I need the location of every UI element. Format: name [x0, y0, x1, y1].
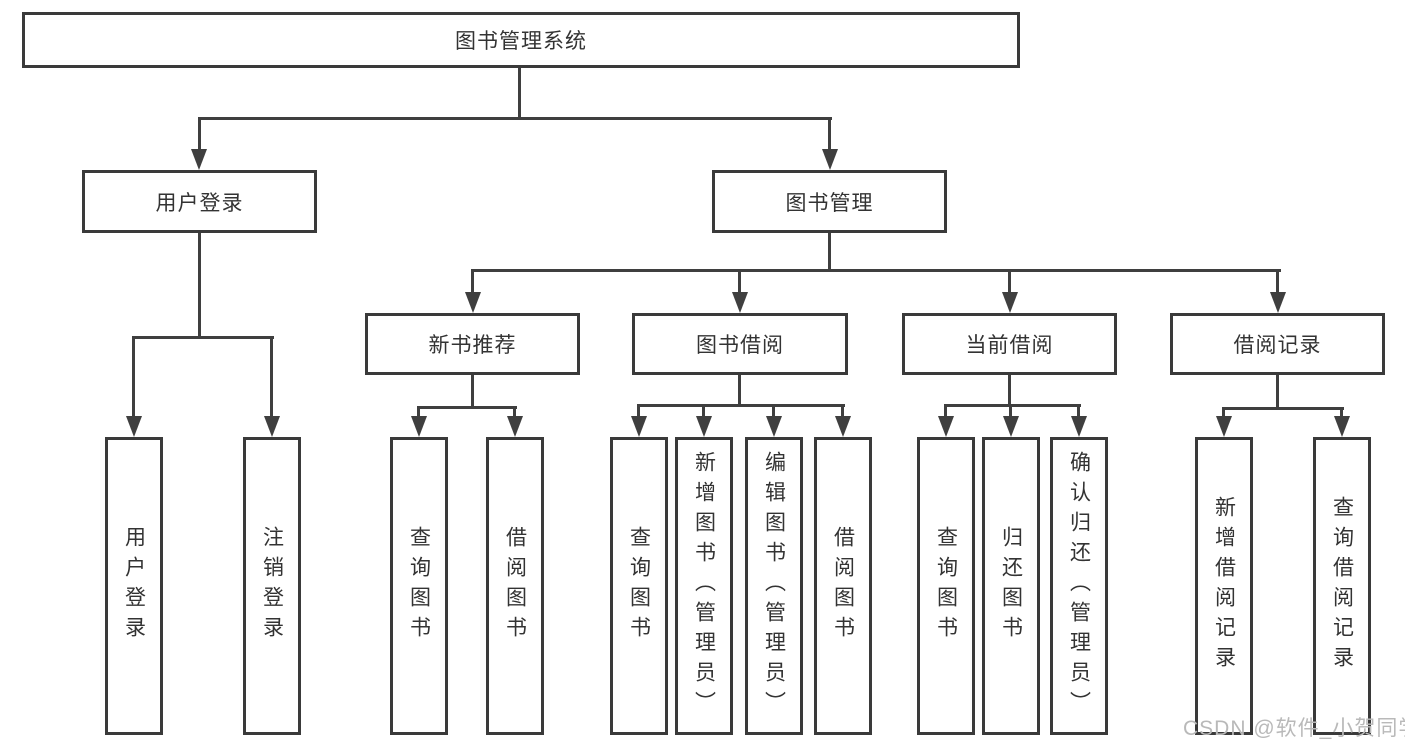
leaf-label: 编辑图书（管理员）	[762, 451, 786, 721]
connector-line	[132, 337, 135, 417]
arrow-down-icon	[1216, 416, 1232, 437]
arrow-down-icon	[631, 416, 647, 437]
connector-line	[1077, 406, 1080, 416]
leaf-return-book: 归还图书	[982, 437, 1040, 735]
connector-line	[944, 404, 1081, 407]
arrow-down-icon	[411, 416, 427, 437]
node-new-book-recommend: 新书推荐	[365, 313, 580, 375]
connector-line	[518, 68, 521, 118]
leaf-label: 新增借阅记录	[1212, 496, 1236, 676]
leaf-logout: 注销登录	[243, 437, 301, 735]
connector-line	[471, 270, 474, 293]
connector-line	[513, 407, 516, 417]
watermark: CSDN @软件_小贺同学	[1183, 717, 1405, 740]
arrow-down-icon	[766, 416, 782, 437]
leaf-label: 查询图书	[627, 526, 651, 646]
connector-line	[471, 375, 474, 408]
leaf-label: 注销登录	[260, 526, 284, 646]
node-user-login-group: 用户登录	[82, 170, 317, 233]
leaf-query-books-borrow: 查询图书	[610, 437, 668, 735]
connector-line	[637, 406, 640, 416]
leaf-edit-book-admin: 编辑图书（管理员）	[745, 437, 803, 735]
connector-line	[738, 375, 741, 406]
leaf-label: 借阅图书	[831, 526, 855, 646]
leaf-query-books-current: 查询图书	[917, 437, 975, 735]
leaf-label: 归还图书	[999, 526, 1023, 646]
leaf-borrow-books: 借阅图书	[814, 437, 872, 735]
connector-line	[417, 407, 420, 417]
connector-line	[828, 233, 831, 270]
node-book-borrow: 图书借阅	[632, 313, 848, 375]
leaf-label: 用户登录	[122, 526, 146, 646]
arrow-down-icon	[191, 149, 207, 170]
leaf-label: 查询图书	[934, 526, 958, 646]
connector-line	[738, 270, 741, 293]
node-book-management: 图书管理	[712, 170, 947, 233]
arrow-down-icon	[507, 416, 523, 437]
connector-line	[944, 406, 947, 416]
connector-line	[198, 117, 832, 120]
connector-line	[132, 336, 274, 339]
connector-line	[637, 404, 845, 407]
connector-line	[417, 406, 517, 409]
leaf-label: 确认归还（管理员）	[1067, 451, 1091, 721]
arrow-down-icon	[1270, 292, 1286, 313]
leaf-confirm-return-admin: 确认归还（管理员）	[1050, 437, 1108, 735]
leaf-query-borrow-record: 查询借阅记录	[1313, 437, 1371, 735]
connector-line	[1276, 375, 1279, 409]
connector-line	[471, 269, 1281, 272]
connector-line	[1008, 270, 1011, 293]
connector-line	[1340, 408, 1343, 417]
connector-line	[1276, 270, 1279, 293]
arrow-down-icon	[835, 416, 851, 437]
connector-line	[772, 406, 775, 416]
node-root: 图书管理系统	[22, 12, 1020, 68]
node-borrow-record: 借阅记录	[1170, 313, 1385, 375]
node-current-borrow: 当前借阅	[902, 313, 1117, 375]
connector-line	[1222, 407, 1344, 410]
leaf-label: 新增图书（管理员）	[692, 451, 716, 721]
leaf-user-login: 用户登录	[105, 437, 163, 735]
arrow-down-icon	[696, 416, 712, 437]
connector-line	[198, 118, 201, 151]
arrow-down-icon	[938, 416, 954, 437]
arrow-down-icon	[822, 149, 838, 170]
arrow-down-icon	[1003, 416, 1019, 437]
arrow-down-icon	[465, 292, 481, 313]
leaf-label: 查询图书	[407, 526, 431, 646]
arrow-down-icon	[732, 292, 748, 313]
connector-line	[198, 233, 201, 337]
arrow-down-icon	[1334, 416, 1350, 437]
arrow-down-icon	[264, 416, 280, 437]
connector-line	[702, 406, 705, 416]
leaf-query-books-recommend: 查询图书	[390, 437, 448, 735]
connector-line	[828, 118, 831, 151]
leaf-label: 借阅图书	[503, 526, 527, 646]
connector-line	[1009, 406, 1012, 416]
arrow-down-icon	[126, 416, 142, 437]
leaf-borrow-books-recommend: 借阅图书	[486, 437, 544, 735]
arrow-down-icon	[1071, 416, 1087, 437]
leaf-label: 查询借阅记录	[1330, 496, 1354, 676]
connector-line	[1008, 375, 1011, 406]
arrow-down-icon	[1002, 292, 1018, 313]
leaf-add-book-admin: 新增图书（管理员）	[675, 437, 733, 735]
connector-line	[841, 406, 844, 416]
connector-line	[1222, 408, 1225, 417]
leaf-add-borrow-record: 新增借阅记录	[1195, 437, 1253, 735]
connector-line	[270, 337, 273, 417]
